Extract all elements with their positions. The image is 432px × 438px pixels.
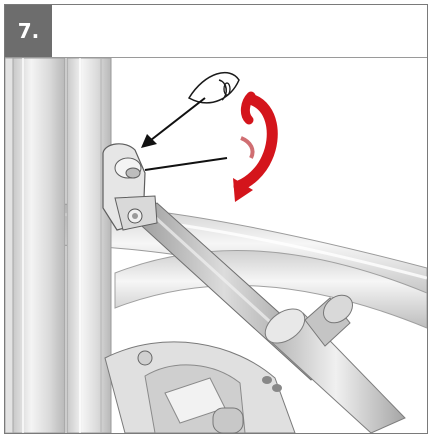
instruction-panel: 7. [4,4,428,434]
view-direction-arrow [141,97,206,148]
step-header: 7. [5,5,427,58]
assembly-illustration [5,58,427,433]
step-number-badge: 7. [5,5,52,57]
rotate-arrow-icon [233,91,278,202]
leader-line [144,157,228,171]
cylinder-knob [304,294,353,347]
bottom-bracket [104,341,296,433]
clamp-fitting [102,143,158,231]
eye-icon [187,71,240,104]
vertical-frame-tubes [5,58,112,433]
strut-sleeve [264,308,406,433]
